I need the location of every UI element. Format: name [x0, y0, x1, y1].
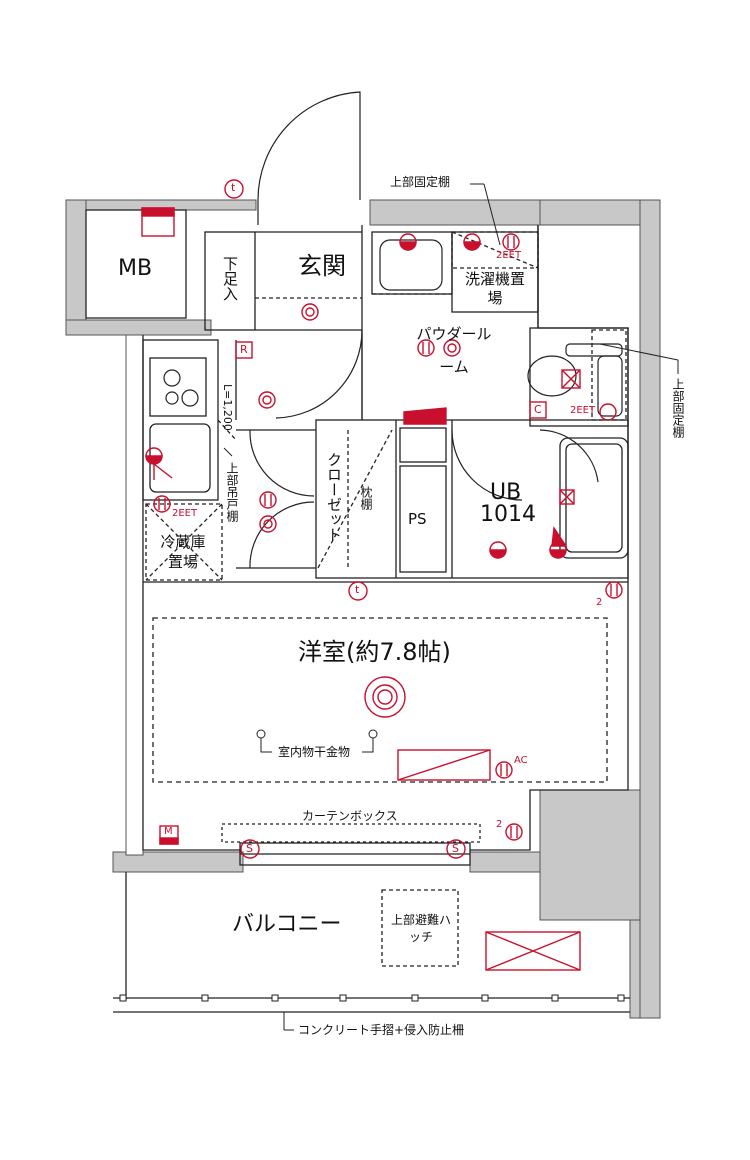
c-symbol: C: [534, 403, 542, 416]
railing-posts: [119, 994, 625, 1002]
washing-machine-label: 洗濯機置場: [464, 270, 525, 307]
ps-label: PS: [408, 510, 427, 528]
m-symbol: M: [164, 826, 173, 837]
eet-powder-label: 2EET: [496, 250, 522, 261]
walls: [65, 199, 661, 1019]
indoor-drying-label: 室内物干金物: [278, 745, 351, 759]
curtain-box-label: カーテンボックス: [302, 809, 398, 823]
mb-label: MB: [118, 256, 153, 281]
closet-label: クローゼット: [325, 452, 343, 542]
evacuation-hatch-label: 上部避難ハッチ: [390, 913, 451, 945]
ac-label: AC: [514, 755, 528, 766]
western-room-label: 洋室(約7.8帖): [298, 638, 451, 666]
upper-hanging-shelf-label: 上部吊戸棚: [225, 462, 239, 522]
s-symbol-right: S: [452, 842, 459, 855]
leader-lines: [223, 183, 679, 1031]
powder-room-label: パウダールーム: [416, 325, 492, 376]
eet-fridge-label: 2EET: [172, 508, 198, 519]
genkan-label: 玄関: [298, 252, 346, 280]
fridge-place-label: 冷蔵庫置場: [160, 533, 206, 572]
eet-right-label: 2EET: [570, 405, 596, 416]
t-symbol-top: t: [231, 181, 236, 194]
r-symbol: R: [240, 343, 248, 356]
equipment-symbols: [141, 179, 623, 971]
ub-number-label: 1014: [480, 502, 536, 527]
railing-label: コンクリート手摺+侵入防止柵: [298, 1023, 465, 1037]
balcony-label: バルコニー: [232, 912, 342, 937]
outlet-count-a: 2: [596, 597, 603, 608]
counter-length-label: L=1,200: [221, 384, 234, 431]
doors: [249, 91, 599, 569]
shoe-box-label: 下足入: [221, 256, 239, 301]
ub-label: UB: [490, 480, 522, 505]
outlet-count-b: 2: [496, 819, 503, 830]
t-symbol-mid: t: [355, 583, 360, 596]
upper-fixed-shelf-right-label: 上部固定棚: [671, 378, 685, 438]
upper-fixed-shelf-top-label: 上部固定棚: [390, 175, 451, 189]
s-symbol-left: S: [246, 842, 253, 855]
pillow-shelf-label: 枕棚: [359, 486, 373, 510]
interior-lines: [85, 209, 630, 1013]
fixtures: [163, 239, 623, 417]
